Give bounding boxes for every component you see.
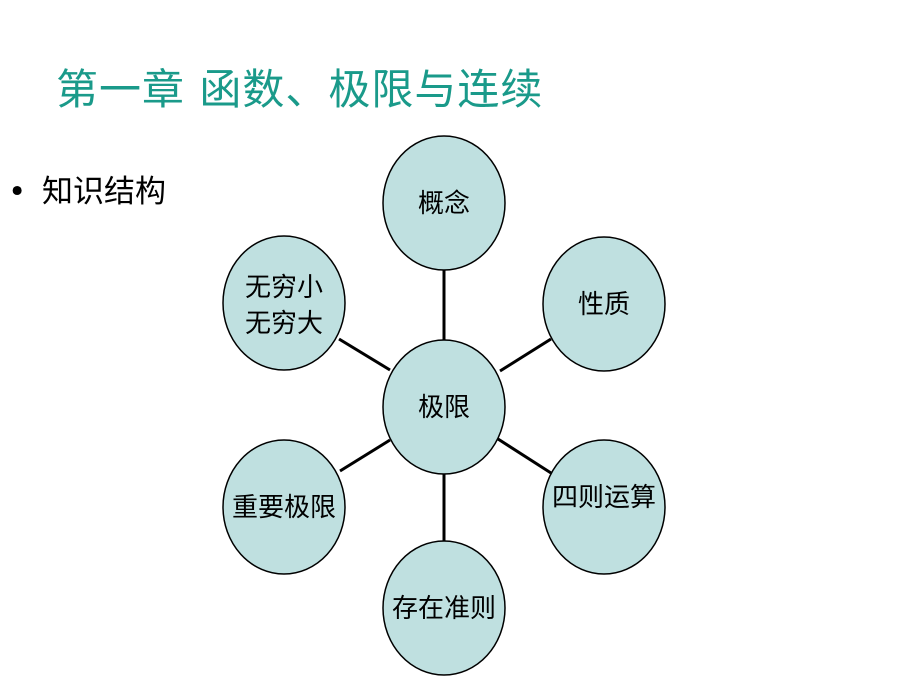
node-circle [382,540,506,676]
connector-four-operations [497,437,552,475]
node-important-limits: 重要极限 [222,439,346,575]
node-circle [222,235,346,371]
node-circle [382,339,506,475]
node-label: 重要极限 [232,493,336,523]
node-existence-criteria: 存在准则 [382,540,506,676]
node-label-line-1: 无穷小 [245,273,323,303]
connector-properties [499,337,552,373]
connector-important-limits [339,438,391,473]
connector-infinitesimal-infinity [338,337,391,372]
node-concept: 概念 [382,135,506,271]
node-label: 性质 [578,290,630,320]
node-label: 概念 [418,189,470,219]
node-circle [542,439,666,575]
node-circle [382,135,506,271]
node-label: 极限 [418,393,470,423]
bullet-text: 知识结构 [42,174,166,210]
node-label: 存在准则 [392,594,496,624]
node-label-line-2: 无穷大 [245,309,323,339]
node-label: 四则运算 [552,483,656,513]
bullet-knowledge-structure: • 知识结构 [8,166,166,211]
node-circle [222,439,346,575]
node-infinitesimal-infinity: 无穷小 无穷大 [222,235,346,371]
node-center-limit: 极限 [382,339,506,475]
page-title: 第一章 函数、极限与连续 [56,65,544,114]
diagram-connectors [338,270,552,542]
node-circle [542,236,666,372]
bullet-icon: • [8,174,27,210]
node-properties: 性质 [542,236,666,372]
node-four-operations: 四则运算 [542,439,666,575]
